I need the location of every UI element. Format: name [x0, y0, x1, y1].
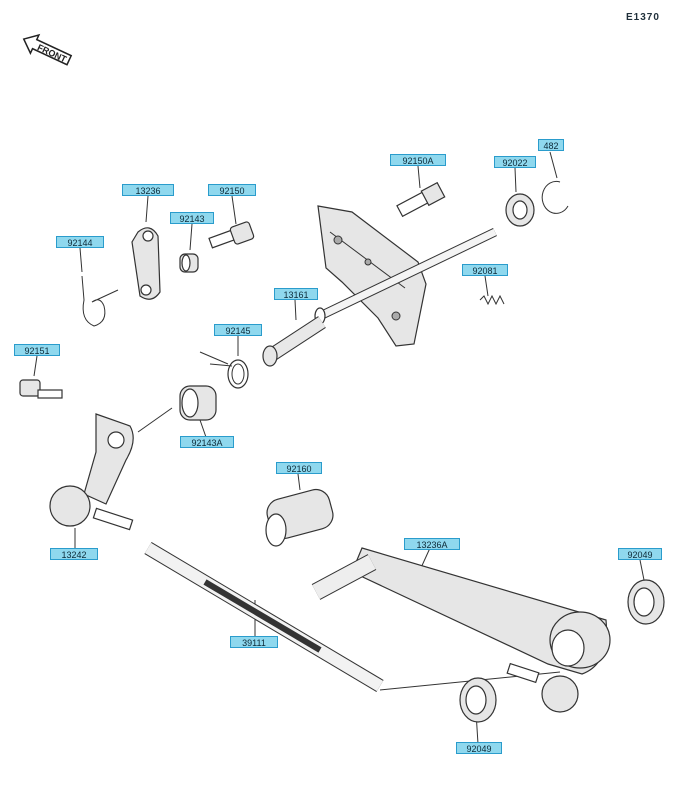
part-label-92145[interactable]: 92145: [214, 324, 262, 336]
diagram-code: E1370: [626, 12, 660, 23]
shift-pedal-lever: [49, 413, 134, 531]
part-92049-seal-upper: [627, 579, 665, 625]
part-92022-washer: [505, 193, 535, 227]
part-92143-collar: [179, 253, 199, 273]
part-label-92144[interactable]: 92144: [56, 236, 104, 248]
part-label-92151[interactable]: 92151: [14, 344, 60, 356]
front-arrow-label: FRONT: [36, 42, 69, 64]
part-label-13161[interactable]: 13161: [274, 288, 318, 300]
part-label-92143[interactable]: 92143: [170, 212, 214, 224]
part-label-92160[interactable]: 92160: [276, 462, 322, 474]
part-label-13236[interactable]: 13236: [122, 184, 174, 196]
part-label-13242[interactable]: 13242: [50, 548, 98, 560]
part-92145-spring: [199, 351, 249, 389]
part-92144-spring: [81, 275, 119, 327]
part-label-92081[interactable]: 92081: [462, 264, 508, 276]
part-label-92049-upper[interactable]: 92049: [618, 548, 662, 560]
part-92081-spring: [479, 294, 505, 306]
part-92150a-bolt: [396, 181, 446, 218]
part-92151-bolt: [19, 379, 63, 399]
part-label-92143a[interactable]: 92143A: [180, 436, 234, 448]
part-label-92022[interactable]: 92022: [494, 156, 536, 168]
part-39111-tie-rod: [144, 541, 384, 693]
part-13236-arm: [131, 227, 161, 300]
part-92143a-collar: [179, 385, 217, 421]
part-label-13236a[interactable]: 13236A: [404, 538, 460, 550]
part-13236a-lever: [311, 547, 611, 713]
front-arrow-icon: FRONT: [22, 33, 73, 66]
part-label-39111[interactable]: 39111: [230, 636, 278, 648]
part-92150-bolt: [208, 221, 255, 249]
part-label-482[interactable]: 482: [538, 139, 564, 151]
part-label-92150a[interactable]: 92150A: [390, 154, 446, 166]
part-482-circlip: [541, 180, 569, 214]
part-92160-rubber: [265, 488, 334, 547]
part-label-92150[interactable]: 92150: [208, 184, 256, 196]
part-label-92049-lower[interactable]: 92049: [456, 742, 502, 754]
part-13161-shaft: [262, 316, 326, 367]
part-92049-seal-lower: [459, 677, 497, 723]
